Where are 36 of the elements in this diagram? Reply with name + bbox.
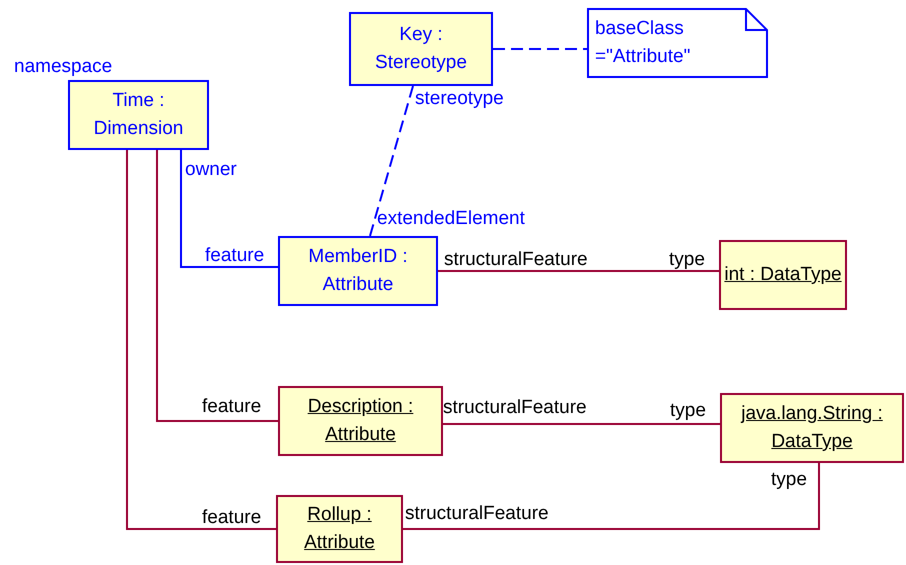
role-name: type xyxy=(771,469,807,491)
object-label: Rollup : Attribute xyxy=(303,503,376,555)
object-box xyxy=(719,240,847,310)
object-box xyxy=(349,12,493,86)
role-name: namespace xyxy=(14,56,112,78)
role-name: feature xyxy=(205,245,264,267)
role-name: feature xyxy=(202,396,262,418)
connector-line xyxy=(443,423,720,425)
dashed-connector xyxy=(493,48,587,50)
note-box xyxy=(587,8,768,78)
role-name: structuralFeature xyxy=(405,503,549,525)
note-text: baseClass ="Attribute" xyxy=(595,17,692,69)
role-name: feature xyxy=(202,507,262,529)
object-label: java.lang.String : DataType xyxy=(740,402,884,454)
connector-line xyxy=(126,150,276,530)
role-name: type xyxy=(669,249,705,271)
connector-line xyxy=(156,150,278,422)
connector-line xyxy=(438,270,719,272)
object-box xyxy=(720,393,904,463)
role-name: stereotype xyxy=(415,88,504,110)
object-label: MemberID : Attribute xyxy=(307,245,409,297)
object-box xyxy=(276,495,403,563)
object-box xyxy=(278,386,443,456)
role-name: type xyxy=(670,400,706,422)
role-name: owner xyxy=(185,159,237,181)
role-name: structuralFeature xyxy=(443,397,587,419)
object-label: Time : Dimension xyxy=(92,89,184,141)
dashed-connector xyxy=(369,86,414,236)
role-name: structuralFeature xyxy=(444,249,588,271)
object-label: int : DataType xyxy=(724,263,842,287)
role-name: extendedElement xyxy=(377,208,525,230)
object-box xyxy=(278,236,438,306)
object-label: Description : Attribute xyxy=(306,395,414,447)
object-label: Key : Stereotype xyxy=(374,23,468,75)
connector-line xyxy=(403,463,820,530)
connector-line xyxy=(180,150,278,268)
